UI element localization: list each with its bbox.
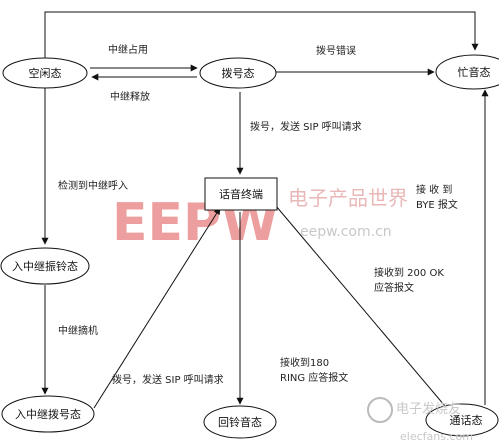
edge-idle-to-busy-loop bbox=[44, 11, 479, 60]
watermark-url: eepw.com.cn bbox=[300, 224, 392, 240]
node-talking-label: 通话态 bbox=[450, 414, 483, 427]
node-idle: 空闲态 bbox=[2, 57, 88, 89]
label-recv-180-line1: 接收到180 bbox=[280, 356, 329, 369]
label-recv-180-line2: RING 应答报文 bbox=[280, 371, 348, 384]
node-ringback: 回铃音态 bbox=[203, 405, 277, 439]
label-recv-200-line1: 接收到 200 OK bbox=[374, 266, 444, 279]
elecfans-logo-icon bbox=[367, 397, 393, 423]
node-trunk-ringing: 入中继振铃态 bbox=[0, 247, 90, 285]
node-dialing-label: 拨号态 bbox=[222, 66, 255, 80]
label-recv-bye-line1: 接 收 到 bbox=[416, 183, 452, 196]
edge-recv-200ok bbox=[275, 205, 451, 413]
node-idle-label: 空闲态 bbox=[29, 66, 62, 80]
edge-trunk-dial-to-terminal bbox=[93, 207, 221, 409]
corner-watermark-brand: 电子发烧友 bbox=[396, 401, 461, 417]
node-talking: 通话态 bbox=[425, 403, 499, 437]
node-voice-terminal-label: 话音终端 bbox=[219, 187, 263, 201]
label-dial-error: 拨号错误 bbox=[316, 44, 356, 57]
label-detect-trunk-call: 检测到中继呼入 bbox=[58, 179, 128, 192]
node-dialing: 拨号态 bbox=[199, 57, 277, 89]
node-busy-label: 忙音态 bbox=[458, 65, 491, 79]
label-recv-bye-line2: BYE 报文 bbox=[416, 198, 458, 211]
label-trunk-seize: 中继占用 bbox=[108, 43, 148, 56]
label-trunk-offhook: 中继摘机 bbox=[58, 324, 98, 337]
node-voice-terminal: 话音终端 bbox=[204, 177, 278, 211]
corner-watermark: 电子发烧友 elecfans.com bbox=[367, 397, 473, 443]
label-trunk-release: 中继释放 bbox=[110, 90, 150, 103]
node-ringback-label: 回铃音态 bbox=[218, 415, 262, 429]
label-dial-send-sip-1: 拨号，发送 SIP 呼叫请求 bbox=[250, 120, 362, 133]
label-recv-200-line2: 应答报文 bbox=[374, 281, 414, 294]
node-trunk-dialing-label: 入中继拨号态 bbox=[15, 407, 81, 421]
node-trunk-dialing: 入中继拨号态 bbox=[1, 395, 95, 433]
corner-watermark-url: elecfans.com bbox=[400, 430, 473, 443]
node-busy: 忙音态 bbox=[435, 54, 499, 90]
node-trunk-ringing-label: 入中继振铃态 bbox=[12, 259, 78, 273]
label-dial-send-sip-2: 拨号，发送 SIP 呼叫请求 bbox=[112, 373, 224, 386]
watermark-site-name: 电子产品世界 bbox=[288, 186, 408, 210]
